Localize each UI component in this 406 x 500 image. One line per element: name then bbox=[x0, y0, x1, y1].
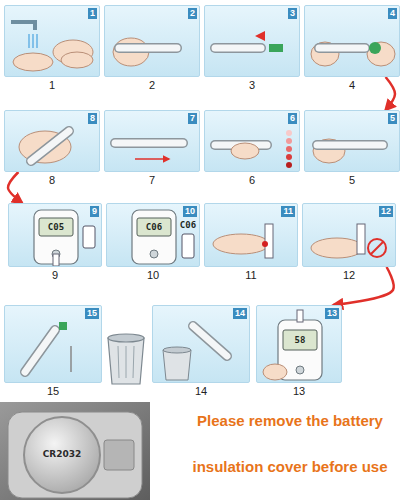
step-panel: 1212 bbox=[302, 203, 396, 267]
step-number: 10 bbox=[183, 206, 197, 217]
waste-bin bbox=[108, 334, 144, 384]
step-caption-number: 3 bbox=[205, 79, 299, 92]
step-caption-number: 15 bbox=[5, 385, 101, 398]
warning-note: Please remove the battery insulation cov… bbox=[178, 398, 402, 490]
step-panel: 10C06C0610 bbox=[106, 203, 200, 267]
step-illustration bbox=[305, 6, 399, 76]
step-number: 1 bbox=[88, 8, 97, 19]
step-caption-number: 13 bbox=[257, 385, 341, 398]
step-caption-number: 2 bbox=[105, 79, 199, 92]
battery-photo bbox=[0, 402, 150, 500]
step-panel: 1414 bbox=[152, 305, 250, 383]
step-caption-number: 5 bbox=[305, 174, 399, 187]
step-illustration bbox=[105, 111, 199, 171]
step-number: 14 bbox=[233, 308, 247, 319]
screen-reading: C05 bbox=[39, 218, 73, 236]
step-panel: 77 bbox=[104, 110, 200, 172]
step-caption-number: 11 bbox=[205, 269, 297, 282]
step-caption-number: 14 bbox=[153, 385, 249, 398]
step-caption-number: 7 bbox=[105, 174, 199, 187]
step-caption-number: 8 bbox=[5, 174, 99, 187]
step-arrow bbox=[386, 77, 395, 110]
step-number: 12 bbox=[379, 206, 393, 217]
step-panel: 66 bbox=[204, 110, 300, 172]
step-number: 8 bbox=[88, 113, 97, 124]
step-panel: 1111 bbox=[204, 203, 298, 267]
step-caption-number: 6 bbox=[205, 174, 299, 187]
step-panel: 1515 bbox=[4, 305, 102, 383]
step-number: 13 bbox=[325, 308, 339, 319]
step-caption-number: 4 bbox=[305, 79, 399, 92]
step-number: 9 bbox=[90, 206, 99, 217]
screen-reading: C06 bbox=[176, 219, 200, 231]
step-number: 3 bbox=[288, 8, 297, 19]
step-panel: 44 bbox=[304, 5, 400, 77]
battery-marking: CR2032 bbox=[27, 449, 97, 459]
step-illustration bbox=[5, 111, 99, 171]
step-number: 6 bbox=[288, 113, 297, 124]
step-illustration bbox=[205, 111, 299, 171]
step-panel: 33 bbox=[204, 5, 300, 77]
step-caption-number: 9 bbox=[9, 269, 101, 282]
step-caption-number: 10 bbox=[107, 269, 199, 282]
step-caption-number: 1 bbox=[5, 79, 99, 92]
step-number: 15 bbox=[85, 308, 99, 319]
step-number: 11 bbox=[281, 206, 295, 217]
step-panel: 11 bbox=[4, 5, 100, 77]
step-illustration bbox=[105, 6, 199, 76]
step-illustration bbox=[305, 111, 399, 171]
step-illustration bbox=[5, 6, 99, 76]
step-panel: 22 bbox=[104, 5, 200, 77]
step-panel: 9C059 bbox=[8, 203, 102, 267]
step-number: 2 bbox=[188, 8, 197, 19]
step-panel: 88 bbox=[4, 110, 100, 172]
step-illustration bbox=[205, 6, 299, 76]
step-panel: 135813 bbox=[256, 305, 342, 383]
step-arrow bbox=[8, 172, 22, 203]
screen-reading: C06 bbox=[137, 218, 171, 236]
step-number: 4 bbox=[388, 8, 397, 19]
step-caption-number: 12 bbox=[303, 269, 395, 282]
screen-reading: 58 bbox=[283, 330, 317, 350]
step-number: 7 bbox=[188, 113, 197, 124]
step-illustration bbox=[9, 204, 101, 266]
step-arrow bbox=[333, 267, 393, 305]
step-number: 5 bbox=[388, 113, 397, 124]
step-panel: 55 bbox=[304, 110, 400, 172]
